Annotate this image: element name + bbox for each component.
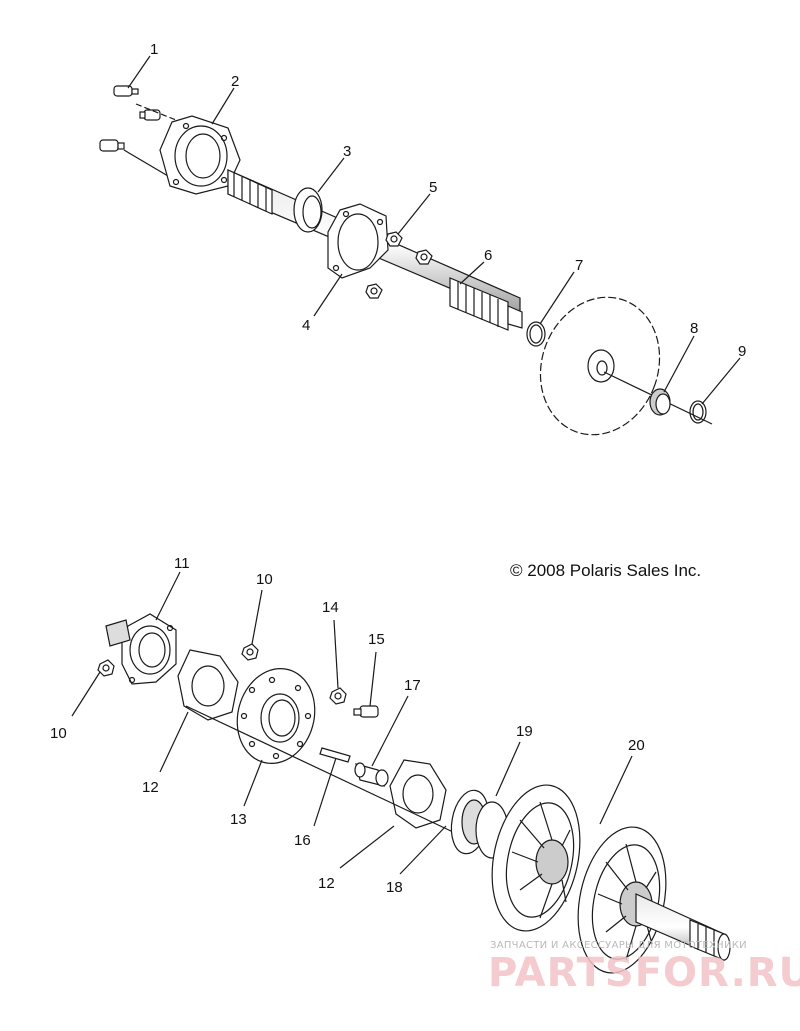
callout-13: 13 [230, 811, 247, 828]
callout-18: 18 [386, 879, 403, 896]
gasket-part [177, 649, 239, 721]
watermark-tagline: ЗАПЧАСТИ И АКСЕССУАРЫ ДЛЯ МОТОТЕХНИКИ [490, 940, 747, 951]
callout-17: 17 [404, 677, 421, 694]
bushing-part [649, 388, 671, 416]
pin-part [319, 747, 351, 763]
bushing-part [354, 762, 389, 787]
callout-5: 5 [429, 179, 437, 196]
callout-20: 20 [628, 737, 645, 754]
nut-part [415, 249, 433, 265]
callout-12: 12 [142, 779, 159, 796]
nut-part [241, 643, 259, 661]
watermark-logo: PARTSFOR.RU [488, 950, 800, 996]
drive-sprocket-part [491, 784, 581, 932]
snap-ring-inner [529, 324, 543, 344]
copyright-text: © 2008 Polaris Sales Inc. [510, 561, 701, 580]
callout-9: 9 [738, 343, 746, 360]
callout-19: 19 [516, 723, 533, 740]
axis-line [185, 705, 471, 841]
callout-10: 10 [256, 571, 273, 588]
callout-7: 7 [575, 257, 583, 274]
callout-12: 12 [318, 875, 335, 892]
callout-1: 1 [150, 41, 158, 58]
snap-ring-part [689, 400, 707, 424]
bolt-part [113, 85, 139, 97]
nut-part [365, 283, 383, 299]
leader-line [123, 149, 169, 177]
callout-4: 4 [302, 317, 310, 334]
bearing-flange-part [159, 115, 241, 195]
sprocket-disc-phantom [539, 296, 661, 436]
callout-11: 11 [174, 555, 190, 572]
callout-10: 10 [50, 725, 67, 742]
callout-15: 15 [368, 631, 385, 648]
nut-part [97, 659, 115, 677]
callout-2: 2 [231, 73, 239, 90]
callout-6: 6 [484, 247, 492, 264]
callout-8: 8 [690, 320, 698, 337]
drive-sprocket-part [577, 826, 667, 974]
snap-ring-inner [692, 403, 704, 421]
flange-plate-part [236, 668, 316, 764]
bearing-housing-part [105, 613, 177, 685]
rear-flange-plate-part [327, 203, 389, 279]
callout-14: 14 [322, 599, 339, 616]
callout-3: 3 [343, 143, 351, 160]
callout-16: 16 [294, 832, 311, 849]
gasket-part [389, 759, 447, 829]
bolt-part [99, 139, 125, 152]
bolt-part [353, 705, 379, 718]
nut-part [385, 231, 403, 247]
drive-shaft-part [635, 893, 731, 961]
nut-part [329, 687, 347, 705]
leader-line [135, 103, 177, 121]
bolt-part [139, 109, 161, 121]
snap-ring-part [526, 321, 546, 347]
